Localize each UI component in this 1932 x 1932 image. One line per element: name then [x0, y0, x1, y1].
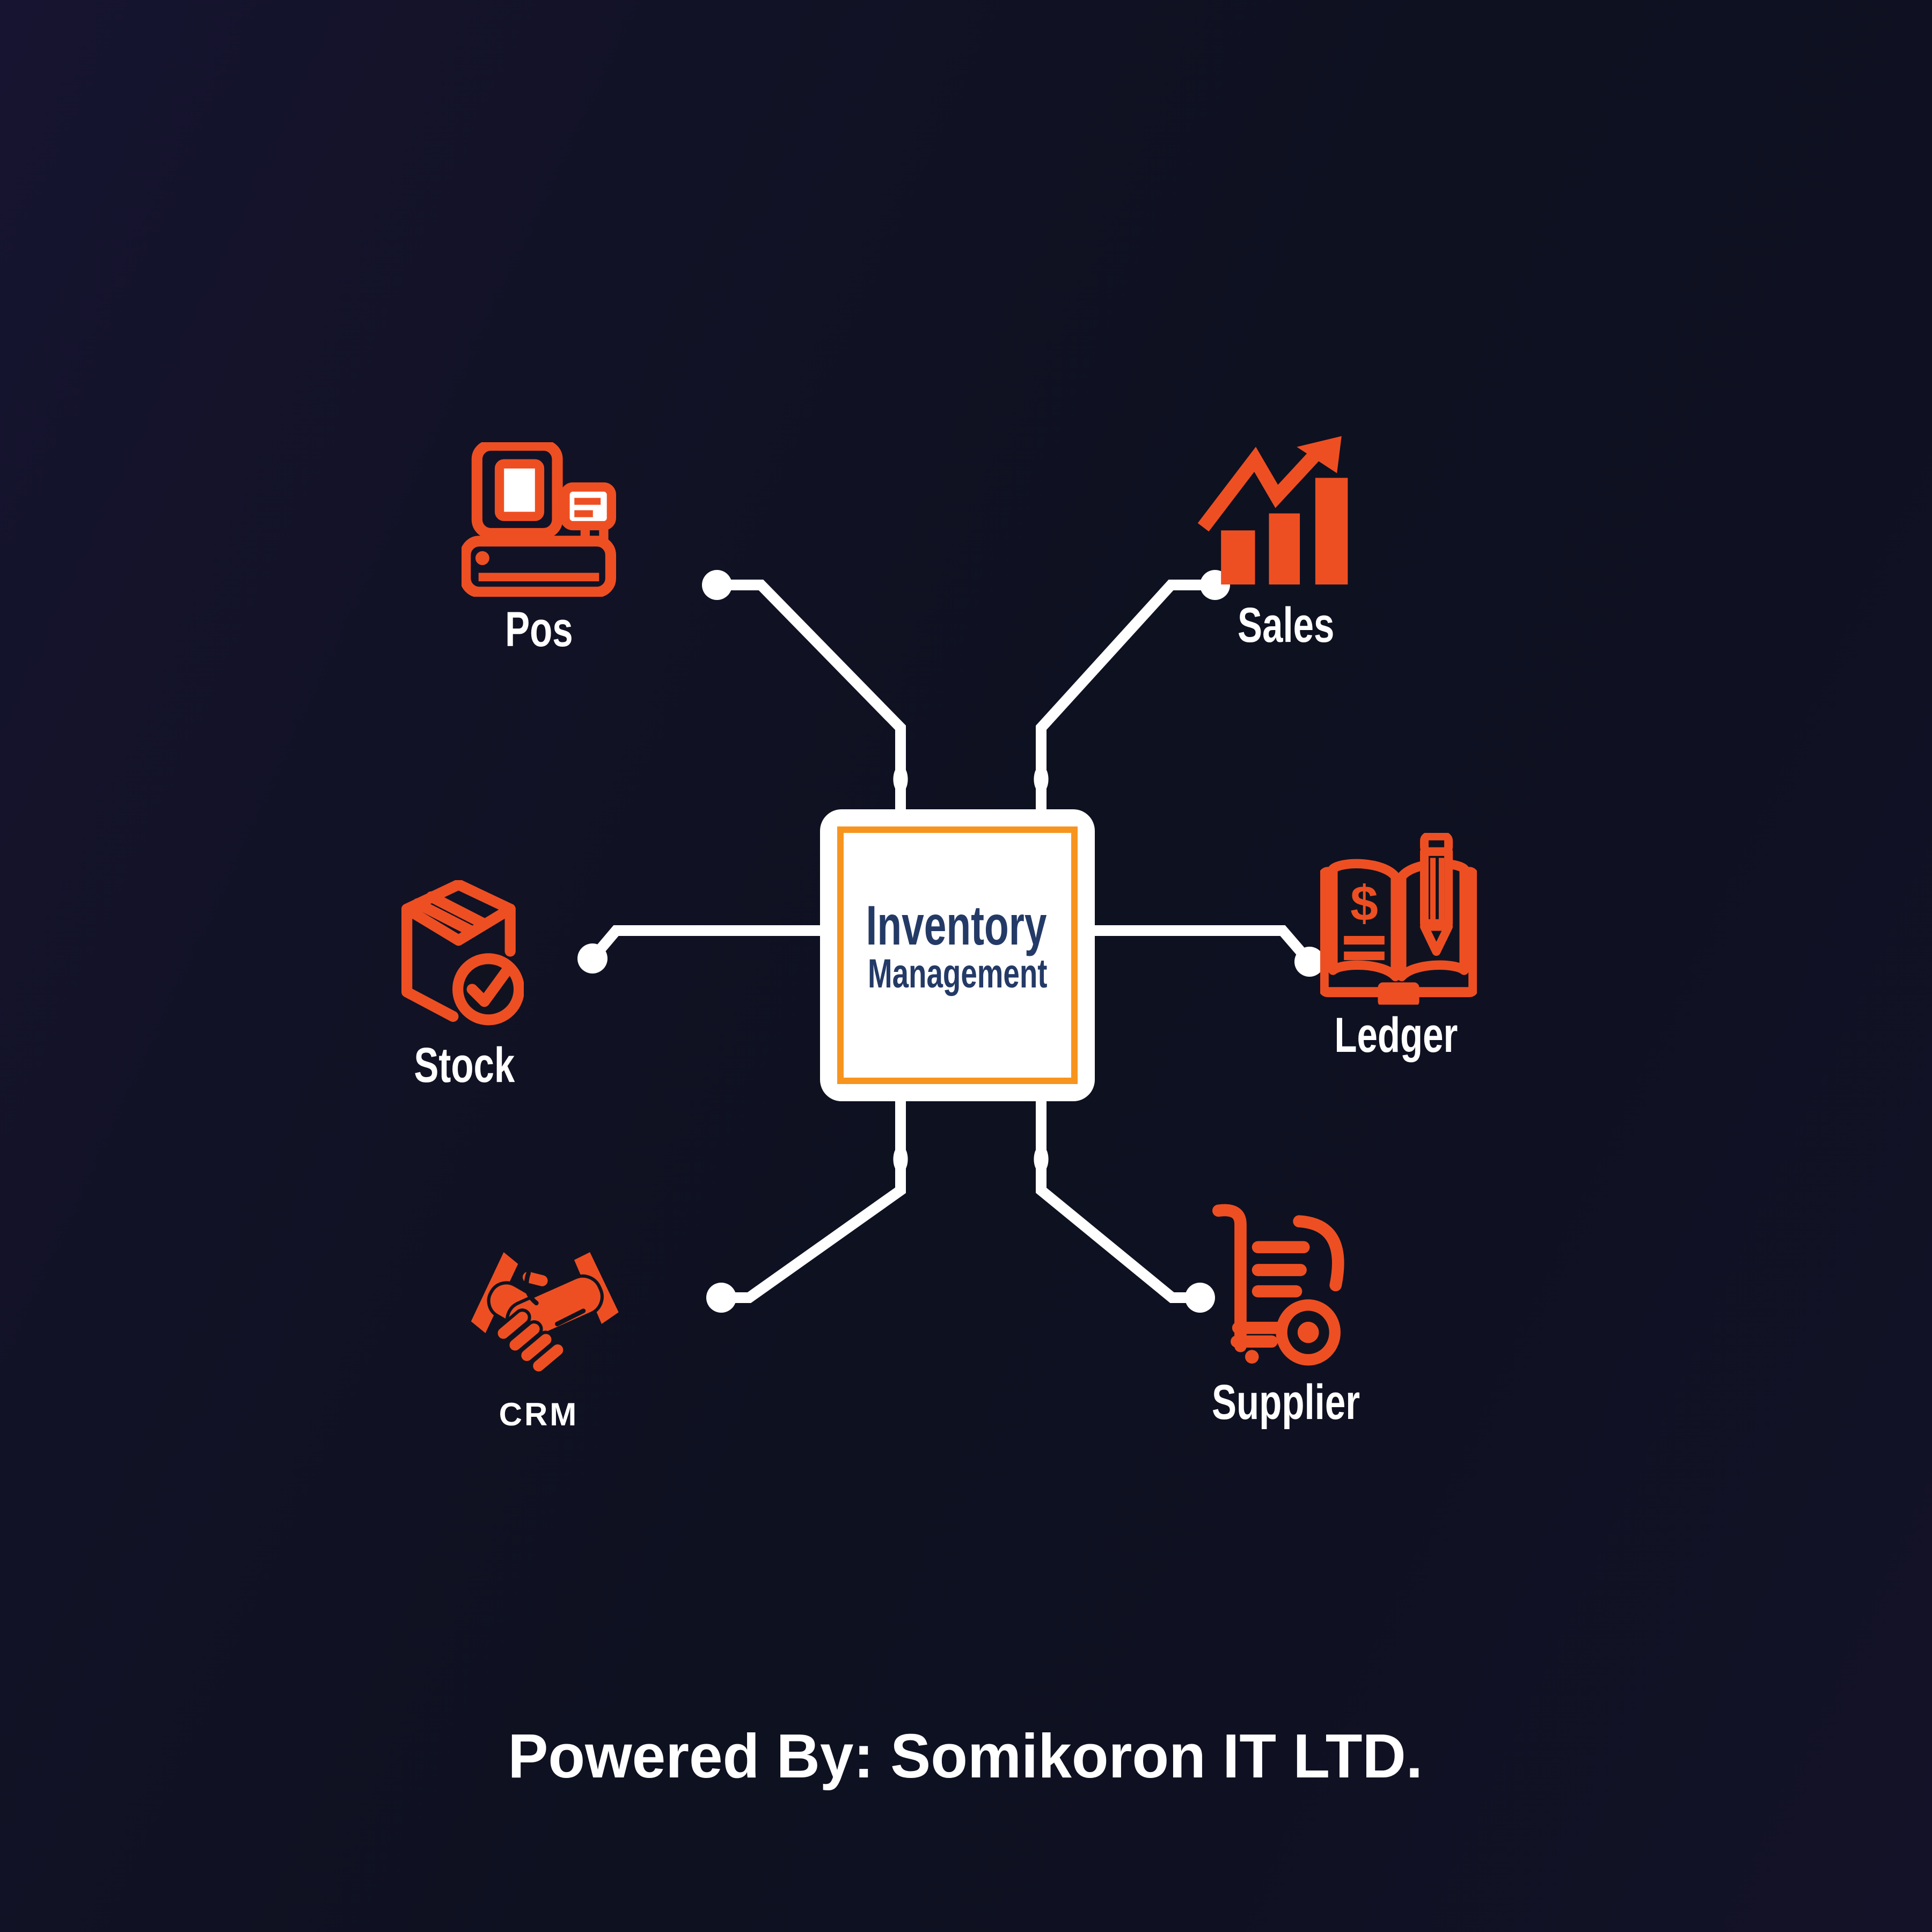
connector-supplier	[1036, 1101, 1200, 1303]
ledger-dollar-glyph: $	[1350, 875, 1378, 931]
center-title-line2: Management	[867, 953, 1048, 999]
node-label-ledger: Ledger	[1333, 1007, 1458, 1063]
node-label-pos: Pos	[504, 601, 573, 657]
connector-dot-crm	[706, 1283, 736, 1313]
connector-dot-stock	[577, 943, 608, 974]
connector-ledger	[1094, 925, 1314, 965]
connector-dot-ledger	[1294, 947, 1324, 977]
stock-box-check-icon	[401, 880, 524, 1026]
node-label-supplier: Supplier	[1211, 1374, 1360, 1430]
connector-stock	[588, 925, 829, 962]
node-label-sales: Sales	[1237, 597, 1335, 653]
connector-bead	[1034, 1145, 1049, 1173]
crm-handshake-icon	[471, 1252, 619, 1375]
connector-pos	[717, 580, 906, 820]
connector-dot-supplier	[1185, 1283, 1215, 1313]
node-label-stock: Stock	[413, 1037, 514, 1093]
connector-bead	[893, 1145, 908, 1173]
connector-bead	[1034, 765, 1049, 793]
pos-register-icon	[462, 442, 616, 597]
connector-crm	[721, 1101, 906, 1303]
supplier-cart-icon	[1212, 1204, 1344, 1366]
center-title-line1: Inventory	[867, 893, 1048, 958]
footer-powered-by: Powered By: Somikoron IT LTD.	[508, 1724, 1424, 1792]
connector-dot-pos	[702, 570, 732, 600]
node-label-crm: CRM	[499, 1397, 579, 1434]
center-node: Inventory Management	[820, 809, 1095, 1101]
ledger-book-pencil-icon: $	[1320, 833, 1477, 1005]
center-node-border: Inventory Management	[837, 826, 1078, 1084]
connector-bead	[893, 765, 908, 793]
sales-growth-chart-icon	[1198, 436, 1348, 585]
